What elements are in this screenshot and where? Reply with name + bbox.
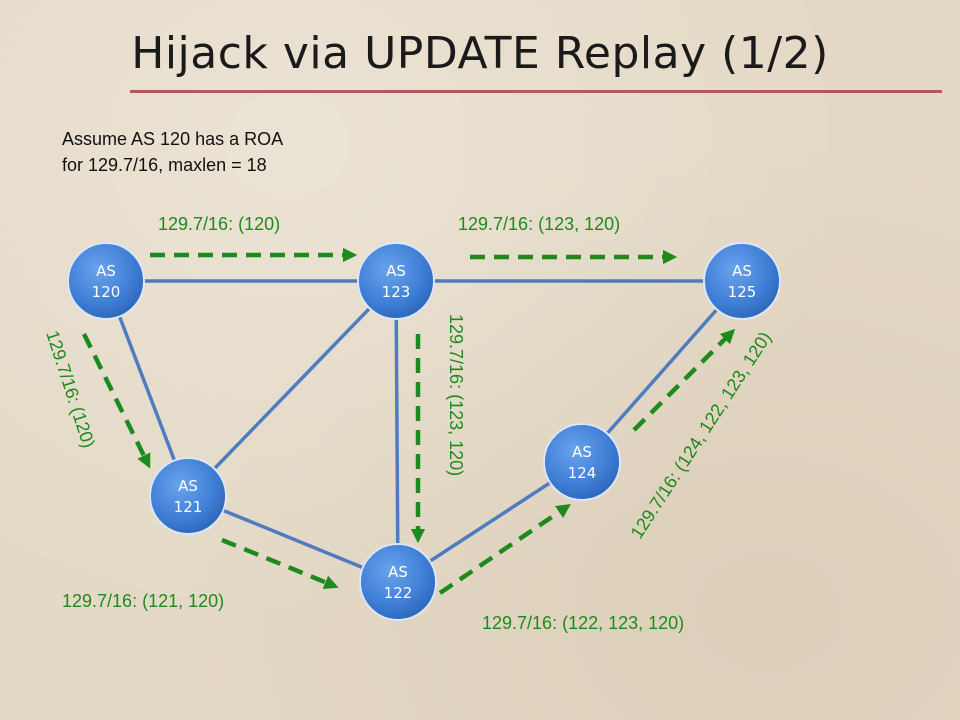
as-node-120: AS 120 <box>67 242 145 320</box>
update-label-as121-as122: 129.7/16: (121, 120) <box>62 591 224 611</box>
update-label-as120-as123: 129.7/16: (120) <box>158 214 280 234</box>
as-node-123: AS 123 <box>357 242 435 320</box>
svg-text:AS: AS <box>96 262 116 280</box>
update-label-as122-as124: 129.7/16: (122, 123, 120) <box>482 613 684 633</box>
svg-text:AS: AS <box>388 563 408 581</box>
svg-text:123: 123 <box>382 283 411 301</box>
svg-text:AS: AS <box>178 477 198 495</box>
svg-text:120: 120 <box>92 283 121 301</box>
link-as123-as122 <box>394 280 400 583</box>
svg-text:122: 122 <box>384 584 413 602</box>
as-node-125: AS 125 <box>703 242 781 320</box>
as-node-121: AS 121 <box>149 457 227 535</box>
link-as124-as125 <box>580 279 744 464</box>
update-label-as123-as122: 129.7/16: (123, 120) <box>446 314 466 476</box>
update-arrow-as122-as124 <box>438 503 571 595</box>
assumption-note: Assume AS 120 has a ROA for 129.7/16, ma… <box>62 129 284 175</box>
slide-title: Hijack via UPDATE Replay (1/2) <box>131 28 829 79</box>
svg-text:124: 124 <box>568 464 597 482</box>
svg-text:AS: AS <box>386 262 406 280</box>
svg-text:AS: AS <box>572 443 592 461</box>
link-as121-as123 <box>186 279 398 498</box>
svg-text:125: 125 <box>728 283 757 301</box>
as-node-124: AS 124 <box>543 423 621 501</box>
update-label-as123-as125: 129.7/16: (123, 120) <box>458 214 620 234</box>
as-node-122: AS 122 <box>359 543 437 621</box>
update-arrow-as121-as122 <box>221 537 339 589</box>
svg-text:AS: AS <box>732 262 752 280</box>
title-underline <box>130 90 942 93</box>
svg-text:121: 121 <box>174 498 203 516</box>
